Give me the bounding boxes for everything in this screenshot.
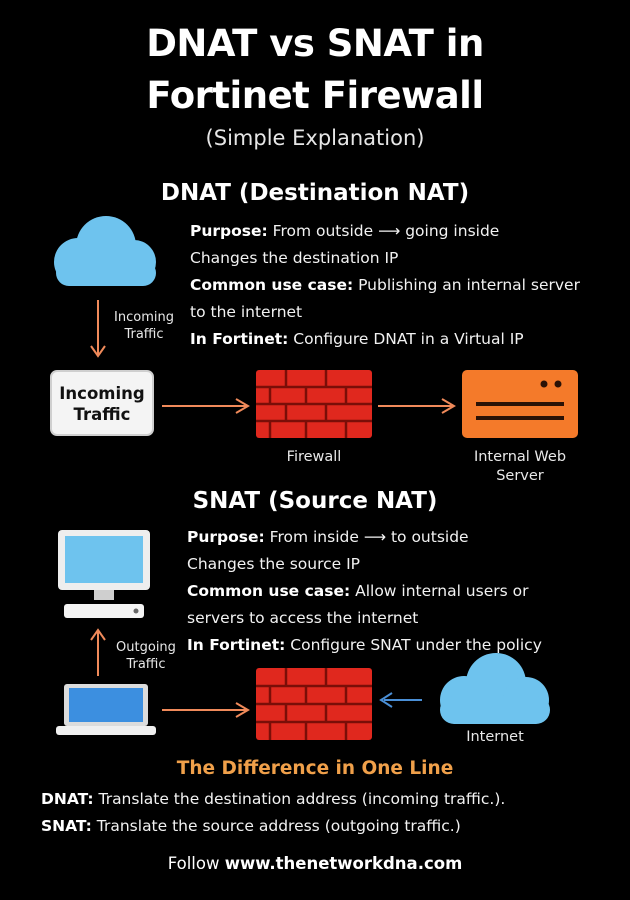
snat-usecase-cont: servers to access the internet bbox=[187, 609, 419, 627]
dnat-changes: Changes the destination IP bbox=[190, 249, 399, 267]
difference-heading: The Difference in One Line bbox=[176, 758, 454, 779]
firewall-label: Firewall bbox=[286, 449, 342, 465]
snat-usecase: Common use case: Allow internal users or bbox=[187, 582, 529, 600]
firewall-icon bbox=[256, 668, 372, 740]
firewall-icon bbox=[256, 370, 372, 438]
dnat-usecase-cont: to the internet bbox=[190, 303, 303, 321]
desktop-computer-icon bbox=[58, 530, 150, 618]
internal-web-server-label: Internal Web Server bbox=[473, 449, 567, 484]
down-arrow-icon bbox=[90, 300, 106, 358]
left-arrow-icon bbox=[379, 692, 422, 708]
snat-fortinet: In Fortinet: Configure SNAT under the po… bbox=[187, 636, 542, 654]
cloud-icon bbox=[440, 653, 550, 724]
laptop-icon bbox=[56, 684, 156, 735]
incoming-arrow-label: Incoming Traffic bbox=[114, 310, 174, 342]
up-arrow-icon bbox=[90, 628, 106, 676]
snat-difference-line: SNAT: Translate the source address (outg… bbox=[41, 817, 461, 835]
snat-heading: SNAT (Source NAT) bbox=[192, 488, 438, 514]
dnat-heading: DNAT (Destination NAT) bbox=[160, 180, 470, 206]
dnat-usecase: Common use case: Publishing an internal … bbox=[190, 276, 580, 294]
snat-changes: Changes the source IP bbox=[187, 555, 361, 573]
outgoing-arrow-label: Outgoing Traffic bbox=[116, 640, 176, 672]
snat-purpose: Purpose: From inside ⟶ to outside bbox=[187, 528, 469, 546]
incoming-traffic-box: Incoming Traffic bbox=[50, 370, 154, 436]
footer: Follow www.thenetworkdna.com bbox=[167, 854, 463, 873]
dnat-difference-line: DNAT: Translate the destination address … bbox=[41, 790, 506, 808]
title-line-2: Fortinet Firewall bbox=[146, 74, 484, 117]
right-arrow-icon bbox=[378, 398, 456, 414]
dnat-purpose: Purpose: From outside ⟶ going inside bbox=[190, 222, 500, 240]
website-link[interactable]: www.thenetworkdna.com bbox=[224, 854, 463, 873]
dnat-fortinet: In Fortinet: Configure DNAT in a Virtual… bbox=[190, 330, 524, 348]
server-icon bbox=[462, 370, 578, 438]
cloud-icon bbox=[54, 216, 156, 286]
title-line-1: DNAT vs SNAT in bbox=[146, 22, 484, 65]
right-arrow-icon bbox=[162, 398, 250, 414]
dnat-details: Purpose: From outside ⟶ going inside Cha… bbox=[190, 218, 580, 353]
subtitle: (Simple Explanation) bbox=[205, 126, 425, 150]
snat-details: Purpose: From inside ⟶ to outside Change… bbox=[187, 524, 542, 659]
right-arrow-icon bbox=[162, 702, 250, 718]
internet-label: Internet bbox=[466, 729, 524, 745]
